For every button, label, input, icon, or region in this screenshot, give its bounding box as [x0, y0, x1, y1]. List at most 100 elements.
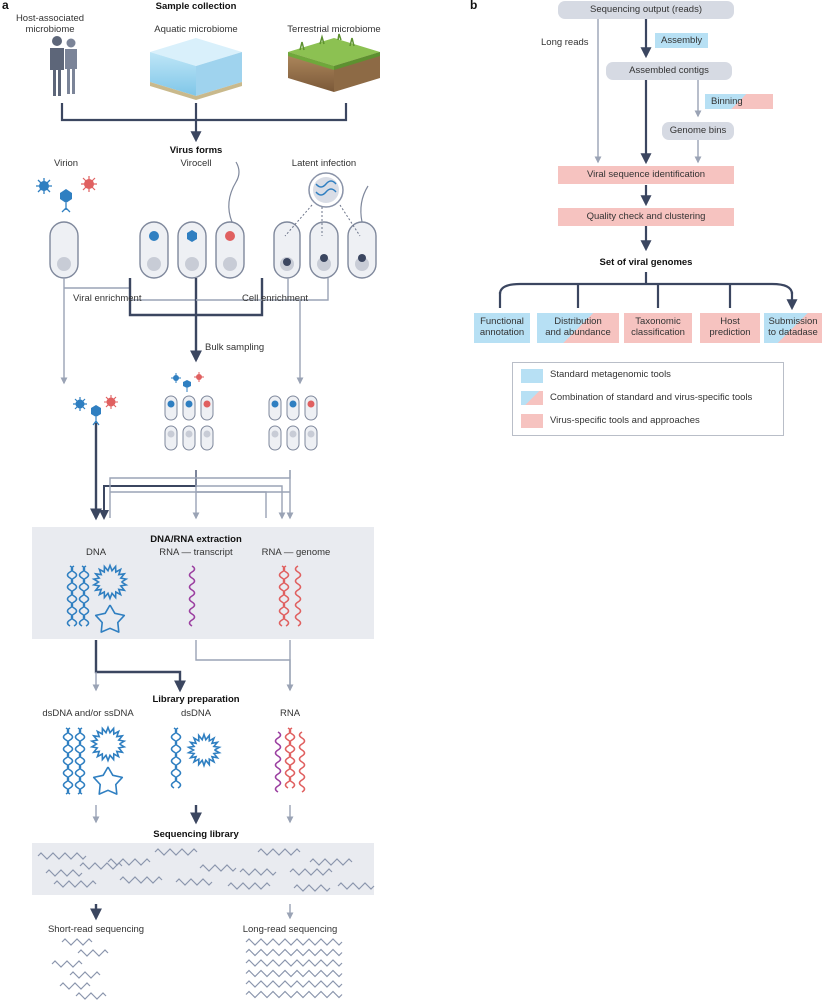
virion-particles-icon	[36, 176, 97, 213]
virocell-2	[177, 221, 207, 279]
library-read	[37, 852, 87, 860]
sampled-cell	[164, 425, 178, 451]
bulk-virions-icon	[171, 372, 204, 392]
sampled-cell	[286, 425, 300, 451]
library-read	[289, 868, 333, 876]
extraction-title: DNA/RNA extraction	[150, 534, 242, 545]
library-dna-helix	[74, 727, 82, 795]
virocell-label: Virocell	[180, 158, 212, 169]
output-line1: Functional	[480, 316, 524, 327]
library-ssdna-circle	[92, 766, 124, 795]
genome-bins-box: Genome bins	[662, 122, 734, 140]
cell-enrichment-label: Cell enrichment	[242, 293, 308, 304]
library-dna-helix	[66, 727, 74, 795]
long-read	[245, 990, 343, 999]
rna-library-label: RNA	[279, 708, 301, 719]
terrestrial-label: Terrestrial microbiome	[287, 24, 381, 35]
rna-genome-label: RNA — genome	[261, 547, 331, 558]
library-dna-circular	[89, 725, 127, 763]
long-read	[245, 959, 343, 967]
short-read	[59, 982, 91, 990]
legend-standard-label: Standard metagenomic tools	[550, 369, 671, 380]
sampled-cell	[268, 425, 282, 451]
library-read	[79, 862, 123, 870]
legend-standard-swatch	[521, 369, 543, 383]
aquatic-label: Aquatic microbiome	[154, 24, 238, 35]
library-read	[53, 880, 97, 888]
dna-helix	[70, 565, 78, 627]
legend-combination-label: Combination of standard and virus-specif…	[550, 392, 753, 403]
library-read	[293, 884, 331, 892]
sampled-cell	[200, 425, 214, 451]
library-read	[227, 882, 271, 890]
short-read	[77, 949, 109, 957]
library-dna-helix	[62, 727, 70, 795]
viral-identification-box: Viral sequence identification	[558, 166, 734, 184]
latent-cell-1	[273, 221, 301, 279]
virocell-3	[215, 221, 245, 279]
latent-infection-magnifier	[284, 172, 361, 237]
latent-infection-label: Latent infection	[291, 158, 357, 169]
quality-check-box: Quality check and clustering	[558, 208, 734, 226]
short-read-label: Short-read sequencing	[47, 924, 145, 935]
rna-transcript-label: RNA — transcript	[159, 547, 233, 558]
viral-enrichment-label: Viral enrichment	[73, 293, 142, 304]
rna-genome-helix	[282, 565, 290, 627]
library-read	[257, 848, 301, 856]
sequencing-output-box: Sequencing output (reads)	[558, 1, 734, 19]
library-read	[175, 878, 213, 886]
library-read	[337, 882, 375, 890]
library-read	[239, 868, 277, 876]
dna-label: DNA	[85, 547, 107, 558]
dsdna-label: dsDNA	[180, 708, 212, 719]
legend-combination-swatch	[521, 391, 543, 405]
library-read	[199, 864, 237, 872]
sampled-cell	[304, 395, 318, 421]
output-line1: Taxonomic	[635, 316, 681, 327]
long-reads-label: Long reads	[541, 37, 589, 48]
short-read	[61, 938, 93, 946]
output-line2: and abundance	[545, 327, 611, 338]
assembled-contigs-box: Assembled contigs	[606, 62, 732, 80]
sampled-cell	[200, 395, 214, 421]
aquatic-block-icon	[150, 38, 242, 100]
host-label-line1: Host-associated	[15, 13, 85, 24]
legend-virus-label: Virus-specific tools and approaches	[550, 415, 700, 426]
rna-transcript-strand	[188, 565, 196, 627]
rna-genome-strand	[294, 565, 302, 627]
set-of-genomes-label: Set of viral genomes	[599, 257, 693, 268]
short-read	[69, 971, 101, 979]
output-line1: Submission	[768, 316, 818, 327]
virocell-1	[139, 221, 169, 279]
library-read	[309, 858, 353, 866]
panel-letter-b: b	[470, 0, 478, 12]
long-read	[245, 948, 343, 957]
long-read-label: Long-read sequencing	[242, 924, 338, 935]
output-line1: Host	[720, 316, 740, 327]
sampled-cell	[164, 395, 178, 421]
output-line2: annotation	[479, 327, 525, 338]
library-read	[107, 858, 151, 866]
human-figures-icon	[50, 36, 77, 96]
library-dsdna-circular	[186, 732, 222, 768]
sample-collection-title: Sample collection	[155, 1, 237, 12]
enriched-virions-icon	[73, 395, 118, 426]
library-read	[119, 876, 163, 884]
virion-free-cell	[49, 221, 79, 279]
library-rna-strand	[298, 731, 306, 793]
terrestrial-block-icon	[288, 33, 380, 92]
sequencing-library-title: Sequencing library	[153, 829, 239, 840]
output-line2: to datadase	[768, 327, 818, 338]
virus-forms-title: Virus forms	[169, 145, 223, 156]
dna-helix	[82, 565, 90, 627]
library-title: Library preparation	[152, 694, 240, 705]
dna-circular	[91, 563, 129, 601]
latent-cell-2	[309, 221, 339, 279]
bulk-sampling-label: Bulk sampling	[205, 342, 265, 353]
sampled-cell	[286, 395, 300, 421]
ds-ss-label: dsDNA and/or ssDNA	[42, 708, 134, 719]
dna-ssdna-circle	[94, 604, 126, 633]
